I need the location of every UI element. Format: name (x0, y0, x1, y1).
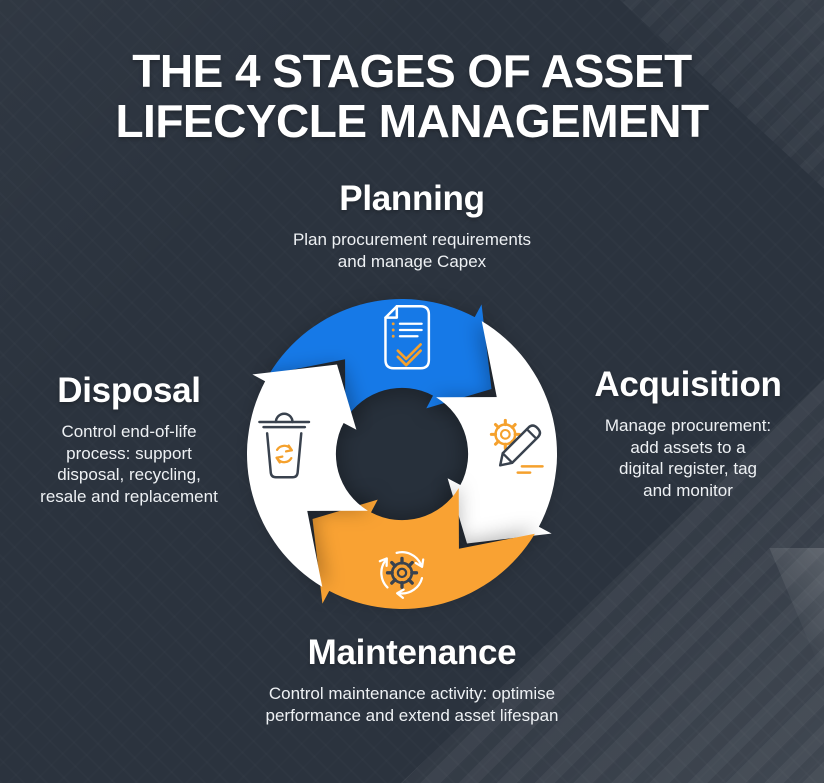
page-title: THE 4 STAGES OF ASSET LIFECYCLE MANAGEME… (115, 45, 709, 147)
stage-block-disposal: Disposal Control end-of-life process: su… (14, 370, 244, 507)
trash-recycle-icon (258, 412, 311, 479)
disposal-description: Control end-of-life process: support dis… (40, 422, 218, 506)
acquisition-heading: Acquisition (594, 365, 782, 404)
planning-description: Plan procurement requirements and manage… (292, 230, 532, 271)
underline-lines (516, 465, 544, 474)
disposal-heading: Disposal (57, 371, 201, 410)
planning-heading: Planning (339, 179, 485, 218)
recycle-glyph (275, 444, 293, 464)
checkmark-glyph (396, 343, 422, 367)
stage-block-planning: Planning Plan procurement requirements a… (0, 178, 824, 272)
lifecycle-cycle-diagram (247, 299, 557, 609)
stage-block-maintenance: Maintenance Control maintenance activity… (0, 632, 824, 726)
cycle-center-hole (333, 385, 471, 523)
gear-sync-icon (372, 551, 425, 603)
document-checklist-icon (384, 304, 431, 370)
gear-pencil-icon (489, 418, 544, 474)
acquisition-description: Manage procurement: add assets to a digi… (604, 416, 772, 500)
stage-block-acquisition: Acquisition Manage procurement: add asse… (570, 364, 806, 501)
maintenance-description: Control maintenance activity: optimise p… (265, 684, 559, 725)
maintenance-heading: Maintenance (307, 633, 517, 672)
